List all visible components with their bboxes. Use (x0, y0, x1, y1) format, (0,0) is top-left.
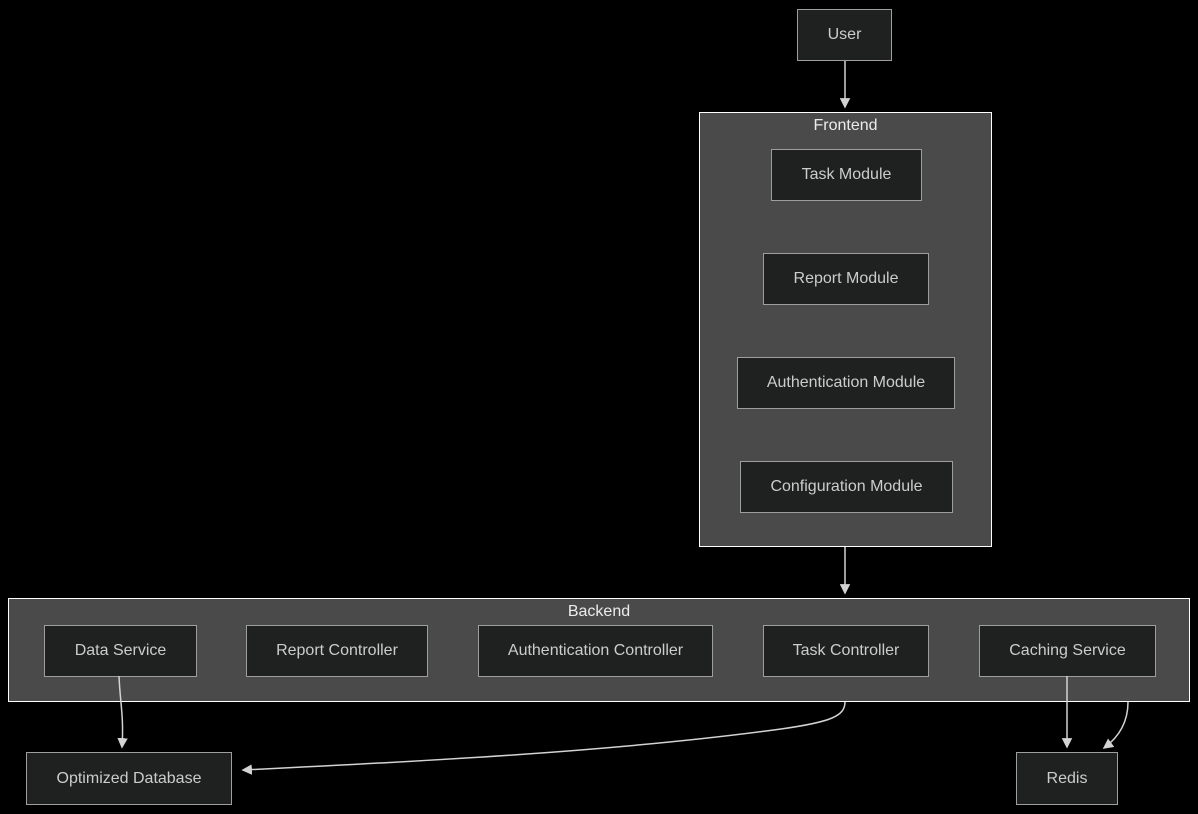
node-optimized-database-label: Optimized Database (56, 769, 202, 787)
node-configuration-module: Configuration Module (740, 461, 953, 513)
cluster-frontend: Frontend Task Module Report Module Authe… (699, 112, 992, 547)
edge-backend-to-optimized-database (241, 701, 846, 775)
cluster-backend: Backend Data Service Report Controller A… (8, 598, 1190, 702)
node-authentication-module-label: Authentication Module (766, 374, 926, 391)
edge-backend-to-redis (1102, 701, 1129, 749)
node-user-label: User (827, 26, 862, 43)
node-authentication-controller-label: Authentication Controller (507, 642, 684, 659)
node-report-controller-label: Report Controller (276, 642, 398, 659)
cluster-frontend-title: Frontend (813, 117, 878, 134)
node-redis-label: Redis (1046, 769, 1088, 787)
node-user: User (797, 9, 892, 61)
node-configuration-module-label: Configuration Module (770, 478, 923, 495)
node-report-module: Report Module (763, 253, 929, 305)
node-caching-service: Caching Service (979, 625, 1156, 677)
node-data-service: Data Service (44, 625, 197, 677)
node-task-module: Task Module (771, 149, 922, 201)
node-task-controller-label: Task Controller (792, 642, 900, 659)
node-authentication-module: Authentication Module (737, 357, 955, 409)
node-redis: Redis (1016, 752, 1118, 805)
node-optimized-database: Optimized Database (26, 752, 232, 805)
node-report-module-label: Report Module (793, 270, 899, 287)
node-caching-service-label: Caching Service (1009, 642, 1126, 659)
node-authentication-controller: Authentication Controller (478, 625, 713, 677)
node-data-service-label: Data Service (74, 642, 167, 659)
node-report-controller: Report Controller (246, 625, 428, 677)
node-task-module-label: Task Module (801, 166, 892, 183)
cluster-backend-title: Backend (567, 603, 631, 620)
node-task-controller: Task Controller (763, 625, 929, 677)
